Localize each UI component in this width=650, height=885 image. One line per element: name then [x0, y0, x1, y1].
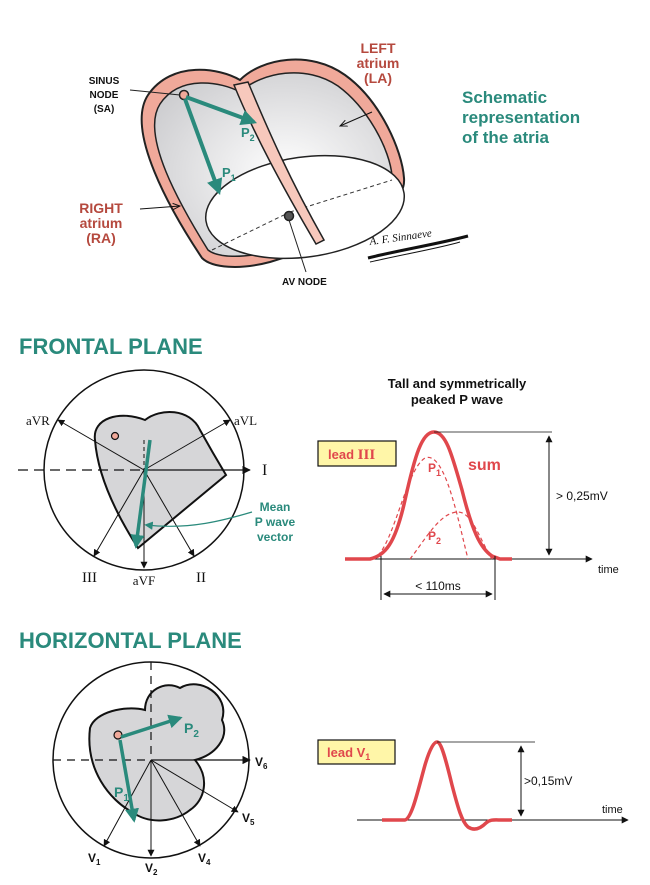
lead-label-v4: V4 [198, 851, 211, 867]
horizontal-p1-vector [118, 739, 139, 823]
lead-iii-box-label: lead III [328, 447, 375, 463]
frontal-hexaxial: aVR aVL I II III aVF Mean P wave vector [18, 369, 296, 588]
left-atrium-label-line-2: atrium [357, 55, 400, 71]
horizontal-p-wave-plot: lead V1 >0,15mV time [317, 739, 629, 831]
lead-label-avl: aVL [234, 413, 257, 428]
horizontal-p1-label: P1 [114, 784, 129, 804]
frontal-p1-label: P1 [428, 461, 441, 478]
mean-vector-label-line-3: vector [257, 530, 293, 544]
floor-dashed-line-2 [289, 179, 393, 213]
horizontal-p2-vector [120, 714, 183, 739]
horizontal-plane-heading: HORIZONTAL PLANE [19, 628, 242, 653]
atria-title-line-3: of the atria [462, 128, 549, 147]
atria-title-line-1: Schematic [462, 88, 547, 107]
left-atrium-label-line-1: LEFT [361, 40, 396, 56]
horizontal-plane-diagram: P2 P1 V6 V5 V4 V2 V1 [52, 661, 268, 877]
lead-label-i: I [262, 462, 267, 479]
sum-label: sum [468, 457, 501, 474]
sinus-node-label-line-2: NODE [90, 90, 119, 101]
lead-label-avf: aVF [133, 573, 155, 588]
atria-schematic: SINUS NODE (SA) LEFT atrium (LA) RIGHT a… [79, 40, 580, 288]
atria-p2-vector [185, 95, 258, 126]
lead-label-avr: aVR [26, 413, 50, 428]
horizontal-p2-label: P2 [184, 720, 199, 740]
v1-biphasic-wave [382, 740, 512, 831]
atria-p1-vector [183, 98, 223, 196]
wave-title-line-1: Tall and symmetrically [388, 376, 527, 391]
av-node-pointer [288, 219, 307, 273]
right-atrium-label-line-2: atrium [80, 215, 123, 231]
sa-node-pointer [129, 89, 181, 96]
frontal-sa-node [110, 431, 120, 441]
axis-lead-avr [57, 419, 145, 471]
amplitude-label: > 0,25mV [556, 489, 608, 503]
lead-label-iii: III [82, 570, 97, 586]
right-atrium-label-line-1: RIGHT [79, 200, 123, 216]
left-atrium-label-line-3: (LA) [364, 70, 392, 86]
frontal-p2-wave [409, 511, 493, 560]
frontal-p1-wave [371, 456, 469, 560]
mean-vector-label-line-1: Mean [260, 500, 291, 514]
lead-v1-box [317, 739, 396, 765]
lead-v1-box-label: lead V1 [327, 745, 370, 762]
signature-flourish [367, 234, 469, 260]
frontal-time-label: time [598, 564, 619, 576]
la-pointer-arrow [340, 111, 373, 126]
axis-lead-v5 [150, 759, 239, 813]
frontal-plane-heading: FRONTAL PLANE [19, 334, 203, 359]
lead-label-v2: V2 [145, 861, 158, 877]
axis-lead-v4 [150, 759, 201, 847]
lead-label-v1: V1 [88, 851, 101, 867]
atria-p2-label: P2 [241, 125, 255, 143]
av-node [283, 210, 295, 222]
floor-dashed-line-1 [211, 211, 291, 251]
av-node-label: AV NODE [282, 277, 327, 288]
v1-amplitude-label: >0,15mV [524, 774, 572, 788]
axis-lead-ii [143, 469, 195, 557]
lead-label-v5: V5 [242, 811, 255, 827]
wave-title-line-2: peaked P wave [411, 392, 503, 407]
mean-vector-label-line-2: P wave [255, 515, 296, 529]
frontal-p-wave-plot: Tall and symmetrically peaked P wave lea… [317, 376, 619, 600]
signature-underline [369, 241, 461, 263]
axis-lead-avl [143, 419, 231, 471]
sinus-node-label-line-1: SINUS [89, 76, 120, 87]
atria-title-line-2: representation [462, 108, 580, 127]
sinus-node-label-line-3: (SA) [94, 104, 115, 115]
axis-lead-iii [93, 469, 145, 557]
frontal-p2-label: P2 [428, 529, 441, 546]
lead-label-ii: II [196, 570, 206, 586]
mean-p-wave-vector [130, 439, 152, 549]
axis-lead-v1 [103, 759, 152, 847]
right-atrium-label-line-3: (RA) [86, 230, 116, 246]
ra-pointer-arrow [139, 206, 180, 209]
mean-vector-callout [144, 511, 253, 530]
horizontal-sa-node [113, 730, 123, 740]
horizontal-time-label: time [602, 804, 623, 816]
lead-iii-box [317, 440, 397, 467]
atria-p1-label: P1 [222, 165, 236, 183]
lead-label-v6: V6 [255, 755, 268, 771]
duration-label: < 110ms [415, 579, 460, 593]
frontal-heart-shape [93, 410, 228, 550]
